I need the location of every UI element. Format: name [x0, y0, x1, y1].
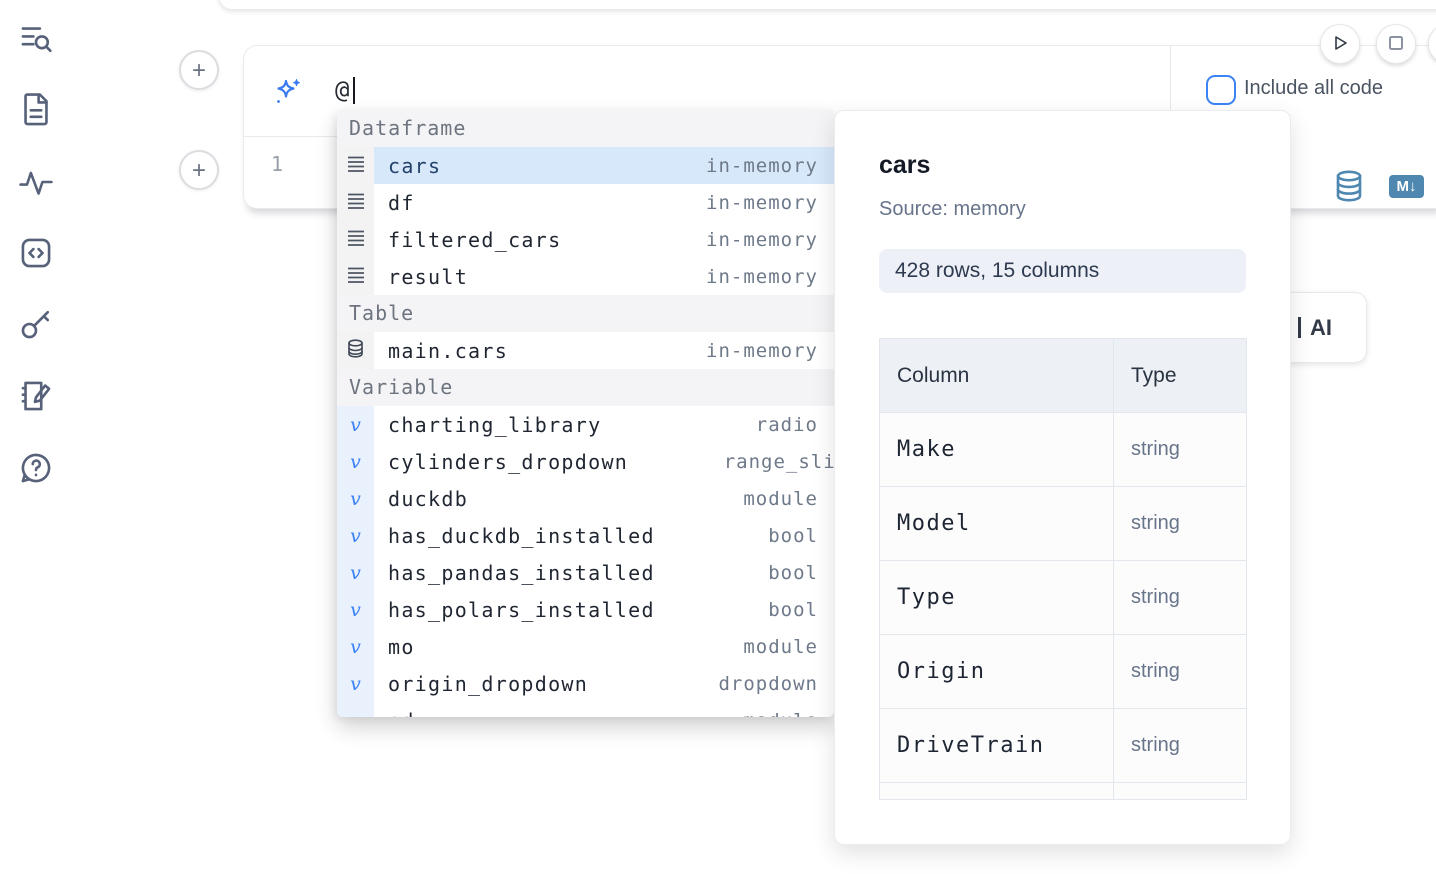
variable-icon: v: [350, 672, 361, 695]
type-header: Type: [1131, 363, 1177, 387]
sidebar-item-scratchpad[interactable]: [18, 380, 54, 416]
dataframe-icon: [347, 230, 365, 250]
text-cursor: [353, 77, 355, 104]
clipped-letter: [1298, 317, 1301, 338]
list-search-icon: [19, 22, 53, 61]
schema-row: Make string: [880, 413, 1246, 487]
code-square-icon: [19, 236, 53, 275]
ai-sparkle-icon: [273, 77, 303, 112]
database-connection-icon[interactable]: [1335, 170, 1363, 207]
sidebar-item-documents[interactable]: [18, 92, 54, 131]
run-cell-button[interactable]: [1320, 24, 1360, 64]
include-all-code-checkbox[interactable]: [1206, 75, 1236, 105]
variable-icon: v: [350, 635, 361, 658]
variable-icon: v: [350, 450, 361, 473]
column-header: Column: [880, 339, 1114, 412]
dataframe-icon: [347, 193, 365, 213]
code-line-number: 1: [271, 152, 284, 176]
activity-icon: [18, 167, 54, 202]
dataframe-icon: [347, 267, 365, 287]
file-icon: [20, 92, 52, 131]
ai-prompt-input[interactable]: @: [335, 76, 350, 104]
key-icon: [19, 307, 53, 346]
dataframe-icon: [347, 156, 365, 176]
play-icon: [1331, 34, 1349, 55]
markdown-convert-icon[interactable]: M↓: [1389, 175, 1424, 198]
checkbox-compartment-divider: [1170, 46, 1171, 136]
variable-icon: v: [350, 524, 361, 547]
sidebar-item-secrets[interactable]: [18, 308, 54, 344]
schema-row-clipped: [880, 783, 1246, 799]
autocomplete-section-header: Table: [337, 295, 834, 332]
add-cell-above-button[interactable]: +: [179, 50, 219, 90]
variable-icon: v: [350, 710, 361, 718]
include-all-code-label: Include all code: [1244, 77, 1383, 99]
variable-icon: v: [350, 487, 361, 510]
add-cell-below-button[interactable]: +: [179, 150, 219, 190]
sidebar-item-activity[interactable]: [18, 166, 54, 202]
variable-icon: v: [350, 561, 361, 584]
sidebar-item-file-explorer[interactable]: [18, 23, 54, 59]
sidebar-item-help[interactable]: [18, 452, 54, 488]
schema-header-row: Column Type: [880, 339, 1246, 413]
autocomplete-section-header: Variable: [337, 369, 834, 406]
stop-icon: [1388, 35, 1404, 54]
schema-table: Column Type Make string Model string Typ…: [879, 338, 1247, 800]
dataframe-preview-panel: cars Source: memory 428 rows, 15 columns…: [834, 110, 1291, 845]
sidebar-item-snippets[interactable]: [18, 237, 54, 273]
variable-icon: v: [350, 413, 361, 436]
notebook-edit-icon: [19, 379, 53, 418]
schema-row: DriveTrain string: [880, 709, 1246, 783]
schema-row: Origin string: [880, 635, 1246, 709]
database-table-icon: [347, 339, 364, 362]
shape-badge: 428 rows, 15 columns: [879, 249, 1246, 293]
panel-title: cars: [879, 151, 931, 179]
schema-row: Model string: [880, 487, 1246, 561]
stop-cell-button[interactable]: [1376, 24, 1416, 64]
autocomplete-item-pd[interactable]: v pdmodule: [337, 702, 834, 717]
help-icon: [19, 451, 53, 490]
schema-row: Type string: [880, 561, 1246, 635]
variable-icon: v: [350, 598, 361, 621]
previous-cell: [218, 0, 1436, 10]
panel-source: Source: memory: [879, 198, 1026, 220]
autocomplete-section-header: Dataframe: [337, 110, 834, 147]
